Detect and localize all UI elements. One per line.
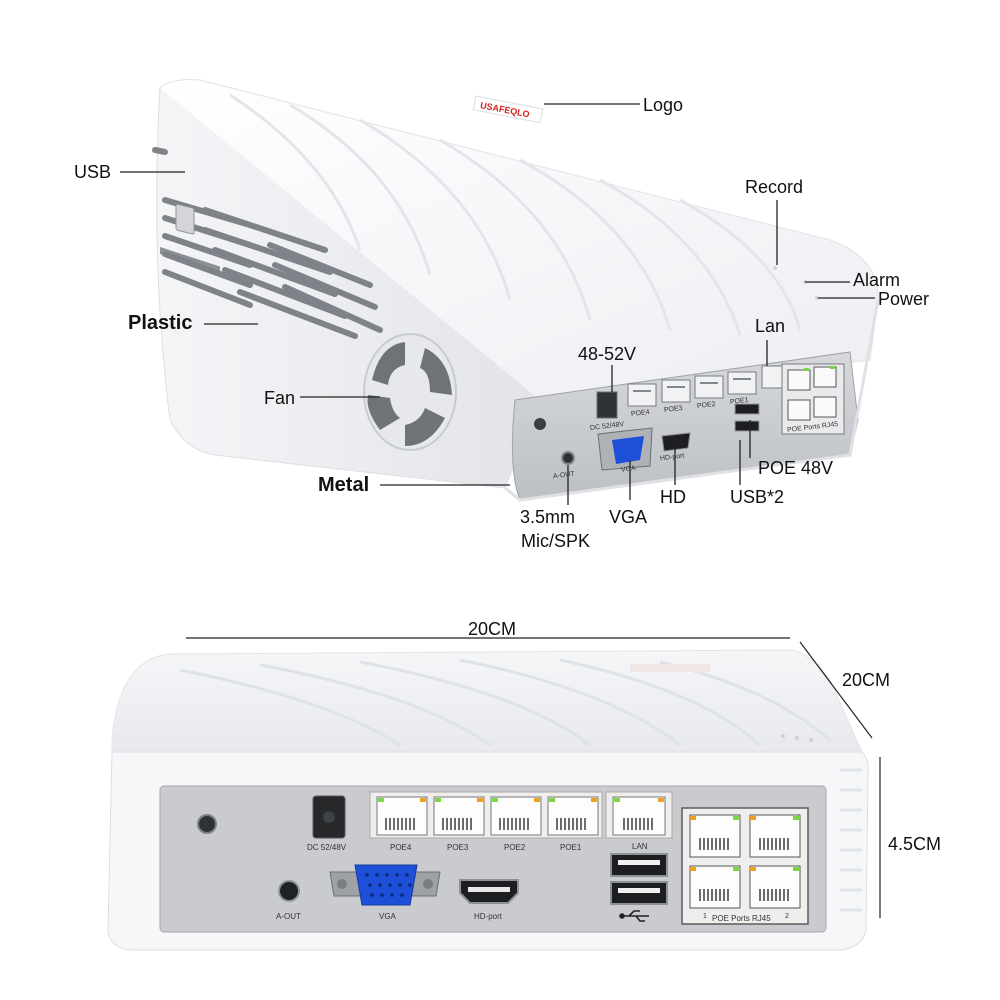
- callout-vga: VGA: [609, 507, 648, 527]
- panel-screw-rear: [197, 814, 217, 834]
- case-top-rear-view: [111, 649, 863, 753]
- callout-usb2: USB*2: [730, 487, 785, 507]
- callout-poe: POE 48V: [758, 458, 834, 478]
- panel-label-poe3: POE3: [447, 843, 469, 852]
- panel-label-lan: LAN: [632, 842, 648, 851]
- top-ridges: [229, 93, 802, 336]
- dimension-width: 20CM: [468, 619, 517, 639]
- logo-badge: [472, 95, 544, 124]
- callout-mic-line1: 3.5mm: [520, 507, 576, 527]
- usb-symbol-icon: [619, 910, 649, 922]
- panel-label-port-2: 2: [785, 913, 789, 920]
- callout-metal: Metal: [318, 474, 370, 496]
- panel-label-vga: VGA: [379, 912, 396, 921]
- poe-ports: [369, 791, 603, 839]
- panel-label-hdport: HD-port: [474, 912, 503, 921]
- usb-port-top-2: [734, 420, 760, 432]
- power-led: [815, 296, 819, 300]
- dimension-depth: 20CM: [842, 670, 891, 690]
- panel-label-poe-ports: POE Ports RJ45: [712, 914, 771, 923]
- dc-jack-top: [596, 391, 618, 419]
- panel-label-poe2: POE2: [504, 843, 526, 852]
- fan-grille: [363, 333, 457, 451]
- callout-usb: USB: [74, 162, 112, 182]
- poe-switch-block: [681, 807, 809, 925]
- vga-port-top: [597, 427, 653, 471]
- side-vent-slots: [152, 147, 383, 339]
- record-led: [773, 266, 777, 270]
- callout-dc-in: 48-52V: [578, 344, 637, 364]
- usb-ports: [610, 853, 668, 905]
- callout-mic-line2: Mic/SPK: [521, 531, 591, 551]
- dimension-height: 4.5CM: [888, 834, 942, 854]
- callout-lan: Lan: [755, 316, 786, 336]
- poe-ports-top: [627, 371, 757, 407]
- callout-record: Record: [745, 177, 804, 197]
- audio-jack-top: [561, 451, 575, 465]
- panel-label-poe1: POE1: [560, 843, 582, 852]
- callout-plastic: Plastic: [128, 312, 193, 334]
- vga-port: [329, 864, 441, 906]
- panel-label-port-1: 1: [703, 913, 707, 920]
- callout-lines: [120, 103, 875, 505]
- callout-logo: Logo: [643, 95, 684, 115]
- side-usb-port: [175, 203, 195, 235]
- callout-hd: HD: [660, 487, 686, 507]
- panel-screw: [534, 418, 546, 430]
- panel-label-aout: A-OUT: [276, 912, 301, 921]
- panel-label-dc: DC 52/48V: [307, 843, 347, 852]
- dimension-lines: [186, 637, 881, 918]
- usb-port-top-1: [734, 403, 760, 415]
- lan-port: [605, 791, 673, 839]
- panel-label-poe4: POE4: [390, 843, 412, 852]
- top-ridges-rear: [179, 658, 831, 747]
- callout-power: Power: [878, 289, 930, 309]
- callout-fan: Fan: [264, 388, 296, 408]
- hdmi-port: [459, 879, 519, 904]
- audio-out-jack: [278, 880, 300, 902]
- hdmi-port-top: [661, 432, 691, 452]
- callout-alarm: Alarm: [853, 270, 901, 290]
